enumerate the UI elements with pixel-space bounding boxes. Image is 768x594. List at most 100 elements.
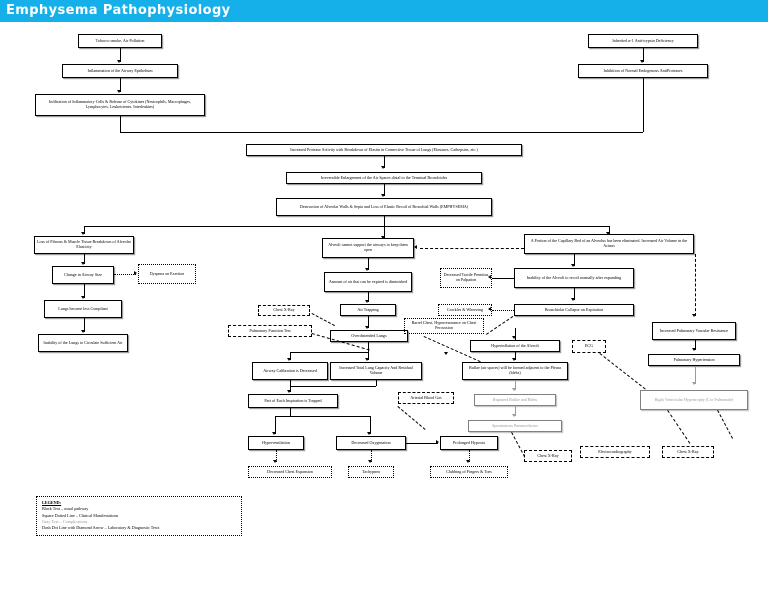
node-lungs-less-compliant: Lungs become less Compliant	[44, 300, 122, 318]
node-arterial-blood-gas: Arterial Blood Gas	[398, 392, 454, 404]
legend-title: LEGEND:	[42, 500, 62, 505]
node-decreased-chest-expansion: Decreased Chest Expansion	[248, 466, 332, 478]
node-ruptured-bullae-blebs: Ruptured Bullae and Blebs	[474, 394, 556, 406]
arrow-icon	[367, 432, 372, 435]
node-tobacco-smoke: Tobacco smoke, Air Pollution	[78, 34, 162, 48]
arrow-icon	[414, 245, 417, 250]
arrow-icon	[381, 236, 386, 239]
connector	[290, 386, 376, 387]
connector	[368, 316, 369, 328]
connector-dashed	[695, 254, 696, 316]
legend-item-black-text: Black Text – usual pathway	[42, 506, 89, 512]
connector-dashed	[717, 410, 734, 439]
node-destruction-alveolar-walls: Destruction of Alveolar Walls & Septa an…	[276, 198, 492, 216]
connector	[275, 416, 276, 434]
node-amount-air-expired-diminished: Amount of air that can be expired is dim…	[324, 272, 412, 292]
connector-dashed	[311, 313, 335, 327]
arrow-icon	[273, 460, 278, 463]
node-inhibition-antiproteases: Inhibition of Normal Endogenous AntiProt…	[578, 64, 708, 78]
arrow-icon	[287, 358, 292, 361]
connector-dotted	[492, 310, 514, 311]
connector	[120, 116, 121, 132]
connector	[290, 352, 368, 353]
node-increased-total-lung-capacity: Increased Total Lung Capacity And Residu…	[330, 362, 422, 380]
node-spontaneous-pneumothorax: Spontaneous Pneumothorax	[468, 420, 562, 432]
arrow-icon	[512, 336, 517, 339]
page-title: Emphysema Pathophysiology	[6, 3, 231, 18]
connector	[84, 284, 85, 298]
node-inflammation-airway-epithelium: Inflammation of the Airway Epithelium	[62, 64, 178, 78]
connector-dotted	[469, 450, 470, 462]
connector	[370, 416, 371, 434]
arrow-icon	[692, 348, 697, 351]
node-dyspnea-on-exertion: Dyspnea on Exertion	[138, 264, 196, 284]
arrow-icon	[692, 382, 697, 385]
node-inability-alveoli-recoil: Inability of the Alveoli to recoil norma…	[514, 268, 634, 288]
node-chest-xray-3: Chest X-Ray	[662, 446, 714, 458]
connector	[120, 132, 384, 133]
arrow-icon	[571, 298, 576, 301]
arrow-icon	[134, 271, 137, 276]
node-electrocardiography: Electrocardiography	[580, 446, 650, 458]
connector	[492, 278, 514, 279]
connector	[406, 443, 438, 444]
connector	[384, 226, 385, 238]
node-infiltration-inflammatory-cells: Infiltration of Inflammatory Cells & Rel…	[35, 94, 205, 116]
legend-item-square-dotted-line: Square Dotted Line – Clinical Manifestat…	[42, 512, 119, 518]
node-increased-protease-activity: Increased Protease Activity with Breakdo…	[246, 144, 522, 156]
connector	[515, 328, 516, 340]
node-airway-calibration-decreased: Airway Calibration is Decreased	[252, 362, 328, 380]
arrow-icon	[81, 330, 86, 333]
arrow-icon	[381, 166, 386, 169]
connector	[695, 366, 696, 384]
node-decreased-oxygenation: Decreased Oxygenation	[336, 436, 406, 450]
arrow-icon	[571, 264, 576, 267]
arrow-icon	[365, 326, 370, 329]
node-right-ventricular-hypertrophy: Right Ventricular Hypertrophy (Cor Pulmo…	[640, 390, 748, 410]
connector	[695, 340, 696, 350]
arrow-icon	[117, 90, 122, 93]
connector	[574, 254, 575, 266]
node-chest-xray-1: Chest X-Ray	[258, 305, 310, 316]
node-tachypnea: Tachypnea	[348, 466, 394, 478]
node-part-inspiration-trapped: Part of Each Inspiration is Trapped	[248, 394, 338, 408]
node-pulmonary-function-test: Pulmonary Function Test	[228, 325, 312, 337]
connector	[84, 318, 85, 332]
arrow-icon	[272, 432, 277, 435]
node-chest-xray-2: Chest X-Ray	[524, 450, 572, 462]
arrow-icon	[81, 296, 86, 299]
legend-item-dash-dot-line: Dash Dot Line with Diamond Arrow – Labor…	[42, 525, 160, 531]
legend-item-gray-text: Gray Text – Complications	[42, 518, 88, 524]
arrow-icon	[444, 352, 449, 355]
connector	[384, 132, 643, 133]
node-irreversible-enlargement: Irreversible Enlargement of the Air Spac…	[286, 172, 482, 184]
connector	[368, 342, 369, 352]
arrow-icon	[692, 314, 697, 317]
connector	[574, 288, 575, 300]
connector	[120, 78, 121, 92]
node-change-airway-size: Change in Airway Size	[52, 266, 114, 284]
connector-dotted	[114, 274, 136, 275]
node-prolonged-hypoxia: Prolonged Hypoxia	[440, 436, 498, 450]
node-inability-circulate-air: Inability of the Lungs to Circulate Suff…	[38, 334, 128, 352]
connector	[515, 380, 516, 390]
arrow-icon	[368, 460, 373, 463]
connector	[643, 48, 644, 62]
connector-dotted	[371, 450, 372, 462]
title-bar: Emphysema Pathophysiology	[0, 0, 768, 22]
connector	[84, 226, 85, 234]
arrow-icon	[81, 262, 86, 265]
connector	[368, 292, 369, 302]
connector	[384, 156, 385, 168]
connector	[120, 48, 121, 62]
node-alveoli-cannot-support-airways: Alveoli cannot support the airways to ke…	[322, 238, 414, 258]
arrow-icon	[488, 307, 491, 312]
connector	[515, 352, 516, 360]
node-hyperventilation: Hyperventilation	[248, 436, 304, 450]
connector-dashed	[667, 410, 691, 444]
arrow-icon	[512, 414, 517, 417]
node-increased-pulmonary-vascular-resistance: Increased Pulmonary Vascular Resistance	[652, 322, 736, 340]
connector	[275, 416, 370, 417]
node-hyperinflation-alveoli: Hyperinflation of the Alveoli	[470, 340, 560, 352]
node-bullae-formed-pleura: Bullae (air spaces) will be formed adjac…	[462, 362, 568, 380]
